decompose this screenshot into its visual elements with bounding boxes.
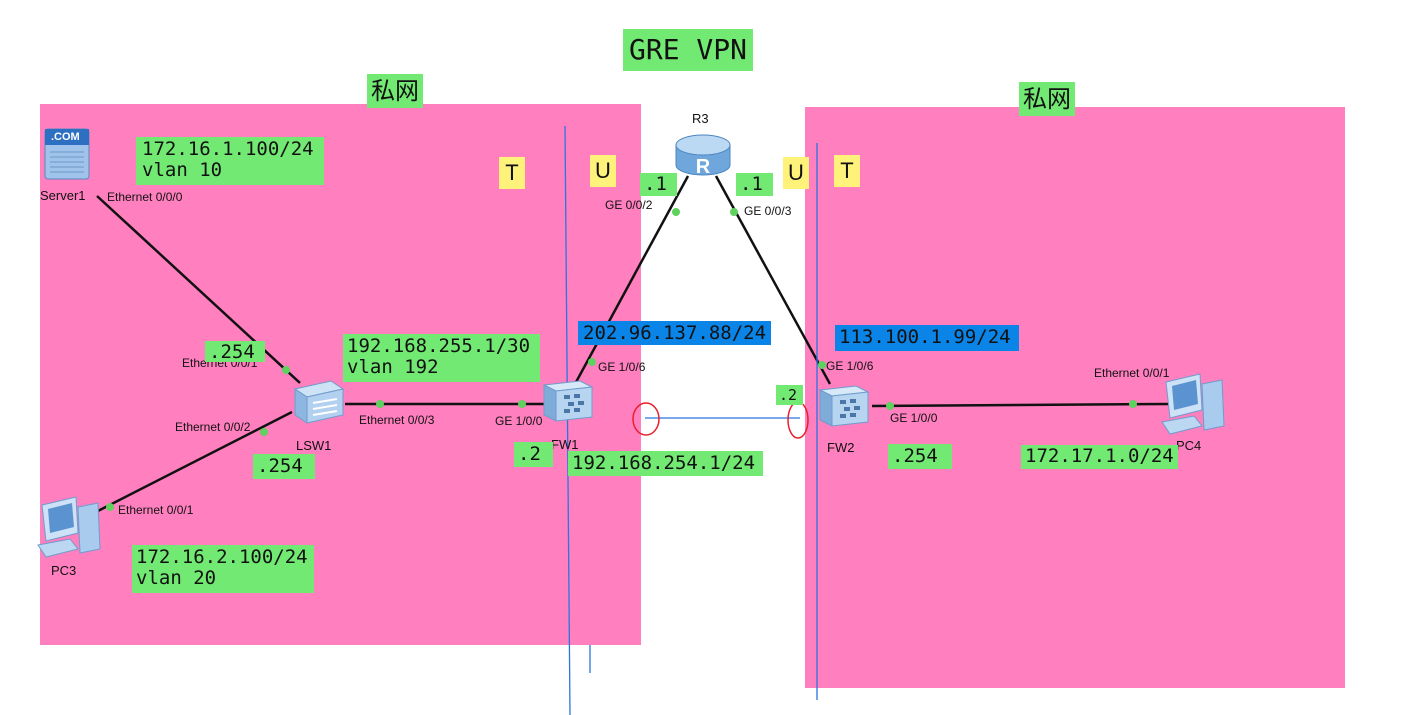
link-fw2-pc4 — [871, 402, 1171, 408]
left-zone-label: 私网 — [367, 74, 423, 108]
router-icon[interactable]: R — [672, 127, 734, 187]
label-r3-left-1: .1 — [640, 173, 677, 196]
r3-name: R3 — [692, 111, 709, 126]
marker-right-t: T — [834, 155, 860, 187]
fw1-name: FW1 — [551, 437, 579, 452]
port-fw2-ge100: GE 1/0/0 — [890, 411, 938, 425]
server-icon[interactable]: .COM — [42, 126, 92, 182]
server1-name: Server1 — [40, 188, 86, 203]
port-lsw1-eth2: Ethernet 0/0/2 — [175, 420, 251, 434]
tunnel-endpoint-left — [632, 402, 660, 436]
port-pc4-eth: Ethernet 0/0/1 — [1094, 366, 1170, 380]
label-fw1-2: .2 — [514, 442, 553, 467]
left-boundary-line — [564, 125, 571, 715]
marker-left-u: U — [590, 155, 616, 187]
port-r3-ge003: GE 0/0/3 — [744, 204, 792, 218]
label-fw1-tunnel: 192.168.254.1/24 — [568, 451, 764, 476]
page-title: GRE VPN — [623, 29, 754, 71]
port-fw1-ge100: GE 1/0/0 — [495, 414, 543, 428]
firewall-icon[interactable] — [538, 377, 596, 429]
port-server1-eth: Ethernet 0/0/0 — [107, 190, 183, 204]
lsw1-name: LSW1 — [296, 438, 332, 453]
label-pc4-net: 172.17.1.0/24 — [1021, 445, 1178, 469]
pc-icon[interactable] — [1158, 370, 1228, 442]
fw2-name: FW2 — [827, 440, 855, 455]
firewall-icon[interactable] — [814, 382, 872, 434]
link-fw1-r3 — [573, 175, 690, 385]
right-private-zone — [805, 107, 1345, 688]
label-fw2-254: .254 — [888, 444, 952, 469]
svg-text:R: R — [696, 156, 711, 178]
port-fw1-ge106: GE 1/0/6 — [598, 360, 646, 374]
port-lsw1-eth3: Ethernet 0/0/3 — [359, 413, 435, 427]
marker-left-t: T — [499, 157, 525, 189]
port-fw2-ge106: GE 1/0/6 — [826, 359, 874, 373]
label-uplink-net: 192.168.255.1/30 vlan 192 — [343, 334, 541, 382]
label-server-net: 172.16.1.100/24 vlan 10 — [136, 137, 324, 185]
right-zone-label: 私网 — [1019, 82, 1075, 116]
tunnel-endpoint-right — [787, 401, 809, 439]
link-lsw1-pc3 — [91, 410, 293, 516]
port-r3-ge002: GE 0/0/2 — [605, 198, 653, 212]
label-lsw1-254-a: .254 — [205, 341, 265, 362]
pc3-name: PC3 — [51, 563, 77, 578]
label-lsw1-254-b: .254 — [253, 454, 315, 479]
server-logo-text: .COM — [51, 131, 80, 143]
link-server1-lsw1 — [96, 195, 301, 384]
port-pc3-eth: Ethernet 0/0/1 — [118, 503, 194, 517]
label-r3-right-1: .1 — [736, 173, 773, 196]
marker-right-u: U — [783, 157, 809, 189]
label-pc3-net: 172.16.2.100/24 vlan 20 — [132, 545, 314, 593]
label-fw1-public: 202.96.137.88/24 — [578, 321, 772, 345]
label-fw2-public: 113.100.1.99/24 — [835, 325, 1019, 351]
label-fw2-2: .2 — [776, 385, 804, 405]
switch-icon[interactable] — [291, 377, 345, 431]
pc-icon[interactable] — [34, 493, 104, 565]
pc4-name: PC4 — [1176, 438, 1202, 453]
